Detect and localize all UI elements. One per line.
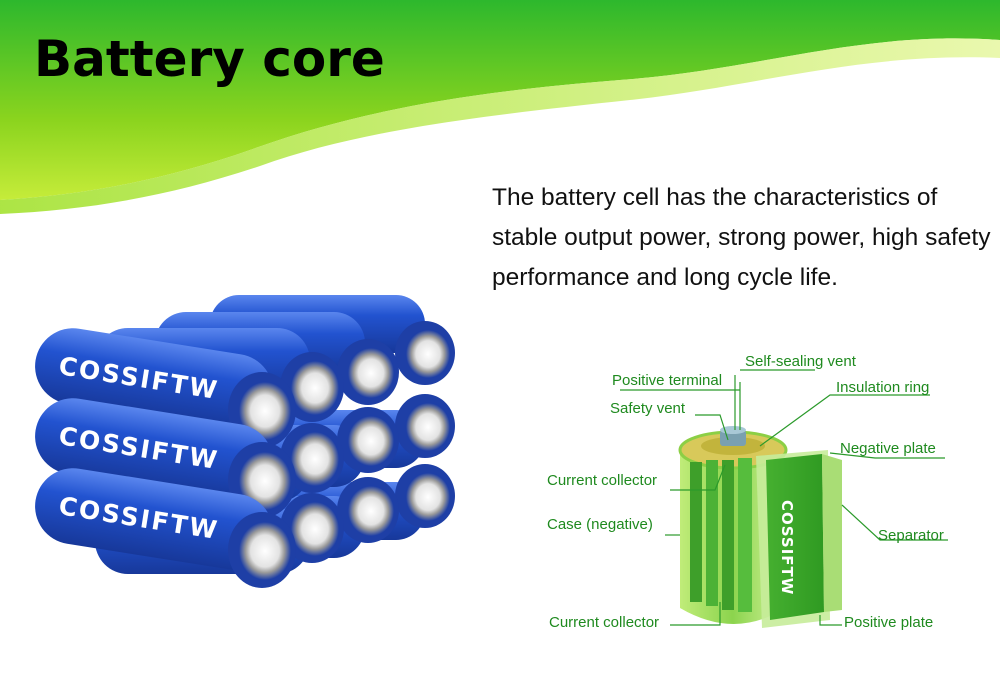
label-self-sealing-vent: Self-sealing vent — [745, 353, 857, 370]
battery-cell-front-bottom: COSSIFTW — [35, 468, 296, 588]
page-title: Battery core — [34, 30, 385, 88]
description-text: The battery cell has the characteristics… — [492, 184, 991, 291]
cell-structure-diagram: COSSIFTW Self-sealing vent Positive term… — [547, 353, 948, 631]
label-safety-vent: Safety vent — [610, 400, 686, 417]
leader-lines — [620, 369, 948, 626]
label-positive-plate: Positive plate — [844, 614, 933, 631]
label-positive-terminal: Positive terminal — [612, 372, 722, 389]
label-separator: Separator — [878, 527, 944, 544]
label-case-negative: Case (negative) — [547, 516, 653, 533]
battery-cells-illustration: COSSIFTW COSSIFTW COSSIFTW — [35, 295, 455, 588]
label-insulation-ring: Insulation ring — [836, 379, 929, 396]
unrolled-plates: COSSIFTW — [756, 450, 842, 628]
label-negative-plate: Negative plate — [840, 440, 936, 457]
brand-label: COSSIFTW — [778, 500, 796, 595]
electrode-layers — [690, 458, 752, 612]
label-current-collector-bottom: Current collector — [549, 614, 659, 631]
label-current-collector-top: Current collector — [547, 472, 657, 489]
